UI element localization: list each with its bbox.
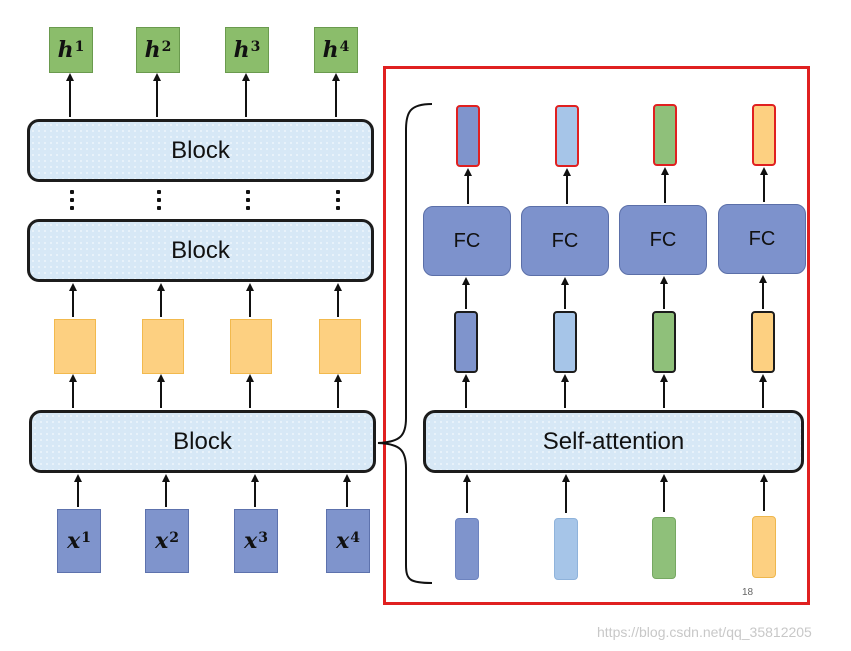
self-attention-label: Self-attention	[542, 427, 685, 455]
input-x2-sup: 2	[169, 530, 179, 546]
block-middle: Block	[27, 219, 374, 282]
output-h4-base: h	[322, 37, 339, 63]
block-top: Block	[27, 119, 374, 182]
input-x4-base: x	[336, 528, 350, 554]
block-top-label: Block	[171, 136, 230, 164]
fc-box-2-label: FC	[551, 229, 579, 252]
attn-input-vector-4	[752, 516, 776, 578]
attn-input-vector-3	[652, 517, 676, 579]
fc-output-vector-4	[752, 104, 776, 166]
attn-output-vector-3	[652, 311, 676, 373]
hidden-vector-2	[142, 319, 184, 374]
input-x4-sup: 4	[350, 530, 360, 546]
attn-output-vector-1	[454, 311, 478, 373]
block-bottom-label: Block	[173, 427, 232, 455]
input-x3-base: x	[244, 528, 258, 554]
attn-output-vector-2	[553, 311, 577, 373]
fc-box-2: FC	[521, 206, 609, 276]
output-h1-base: h	[57, 37, 74, 63]
hidden-vector-3	[230, 319, 272, 374]
fc-output-vector-1	[456, 105, 480, 167]
fc-output-vector-3	[653, 104, 677, 166]
input-x3-sup: 3	[258, 530, 268, 546]
output-h3-base: h	[233, 37, 250, 63]
block-bottom: Block	[29, 410, 376, 473]
page-number: 18	[742, 587, 754, 598]
input-x1-sup: 1	[81, 530, 91, 546]
output-h3-sup: 3	[250, 39, 261, 55]
fc-box-1-label: FC	[453, 229, 481, 252]
attn-input-vector-2	[554, 518, 578, 580]
highlight-frame	[383, 66, 810, 605]
ellipsis-col1	[70, 190, 74, 210]
fc-box-4: FC	[718, 204, 806, 274]
block-middle-label: Block	[171, 236, 230, 264]
output-h2-base: h	[144, 37, 161, 63]
fc-box-3-label: FC	[649, 228, 677, 251]
output-h4-sup: 4	[339, 39, 350, 55]
attn-input-vector-1	[455, 518, 479, 580]
fc-box-1: FC	[423, 206, 511, 276]
fc-box-4-label: FC	[748, 227, 776, 250]
hidden-vector-4	[319, 319, 361, 374]
watermark: https://blog.csdn.net/qq_35812205	[597, 624, 812, 640]
curly-brace	[377, 103, 433, 584]
output-h1-sup: 1	[74, 39, 85, 55]
self-attention-block: Self-attention	[423, 410, 804, 473]
fc-output-vector-2	[555, 105, 579, 167]
fc-box-3: FC	[619, 205, 707, 275]
ellipsis-col3	[246, 190, 250, 210]
attn-output-vector-4	[751, 311, 775, 373]
output-h2-sup: 2	[161, 39, 172, 55]
ellipsis-col4	[336, 190, 340, 210]
hidden-vector-1	[54, 319, 96, 374]
ellipsis-col2	[157, 190, 161, 210]
input-x1-base: x	[67, 528, 81, 554]
input-x2-base: x	[155, 528, 169, 554]
